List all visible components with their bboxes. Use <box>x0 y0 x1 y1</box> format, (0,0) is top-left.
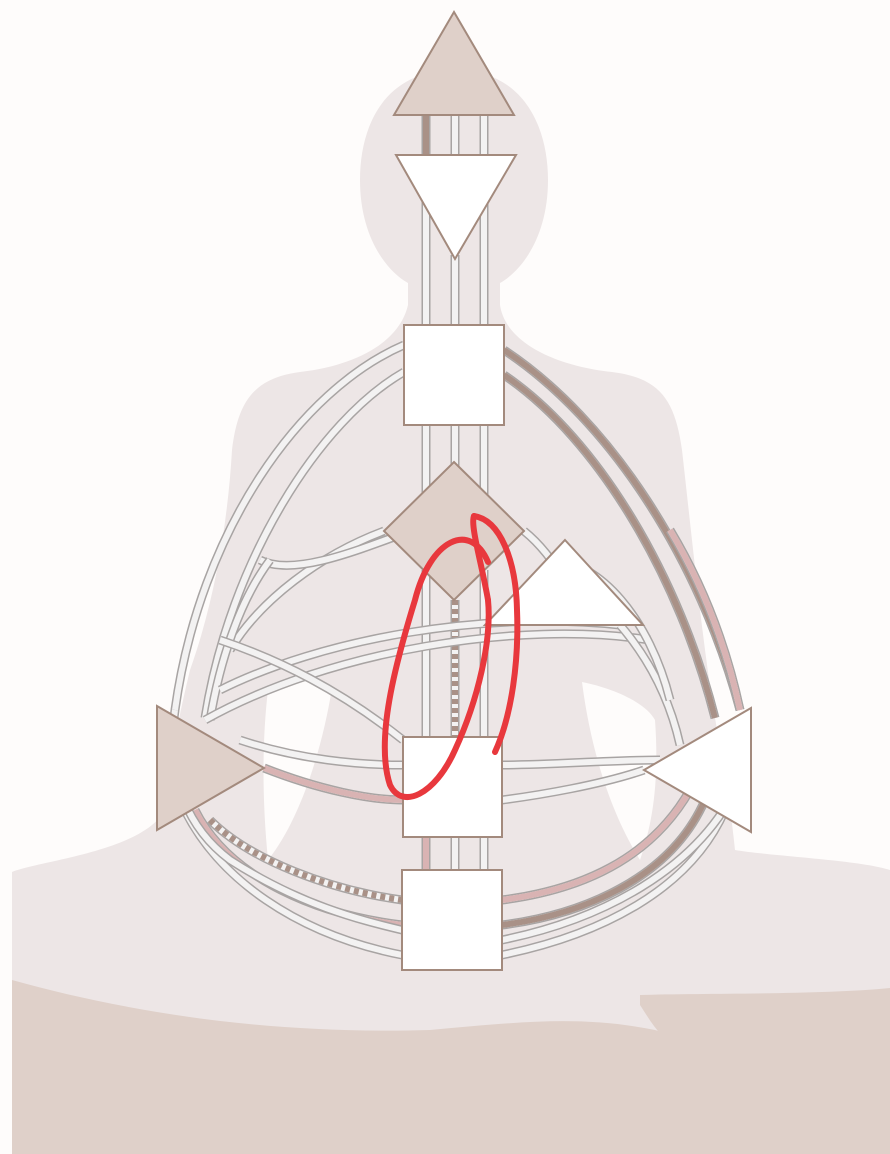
head-center <box>394 12 514 115</box>
root-center <box>402 870 502 970</box>
throat-center <box>404 325 504 425</box>
